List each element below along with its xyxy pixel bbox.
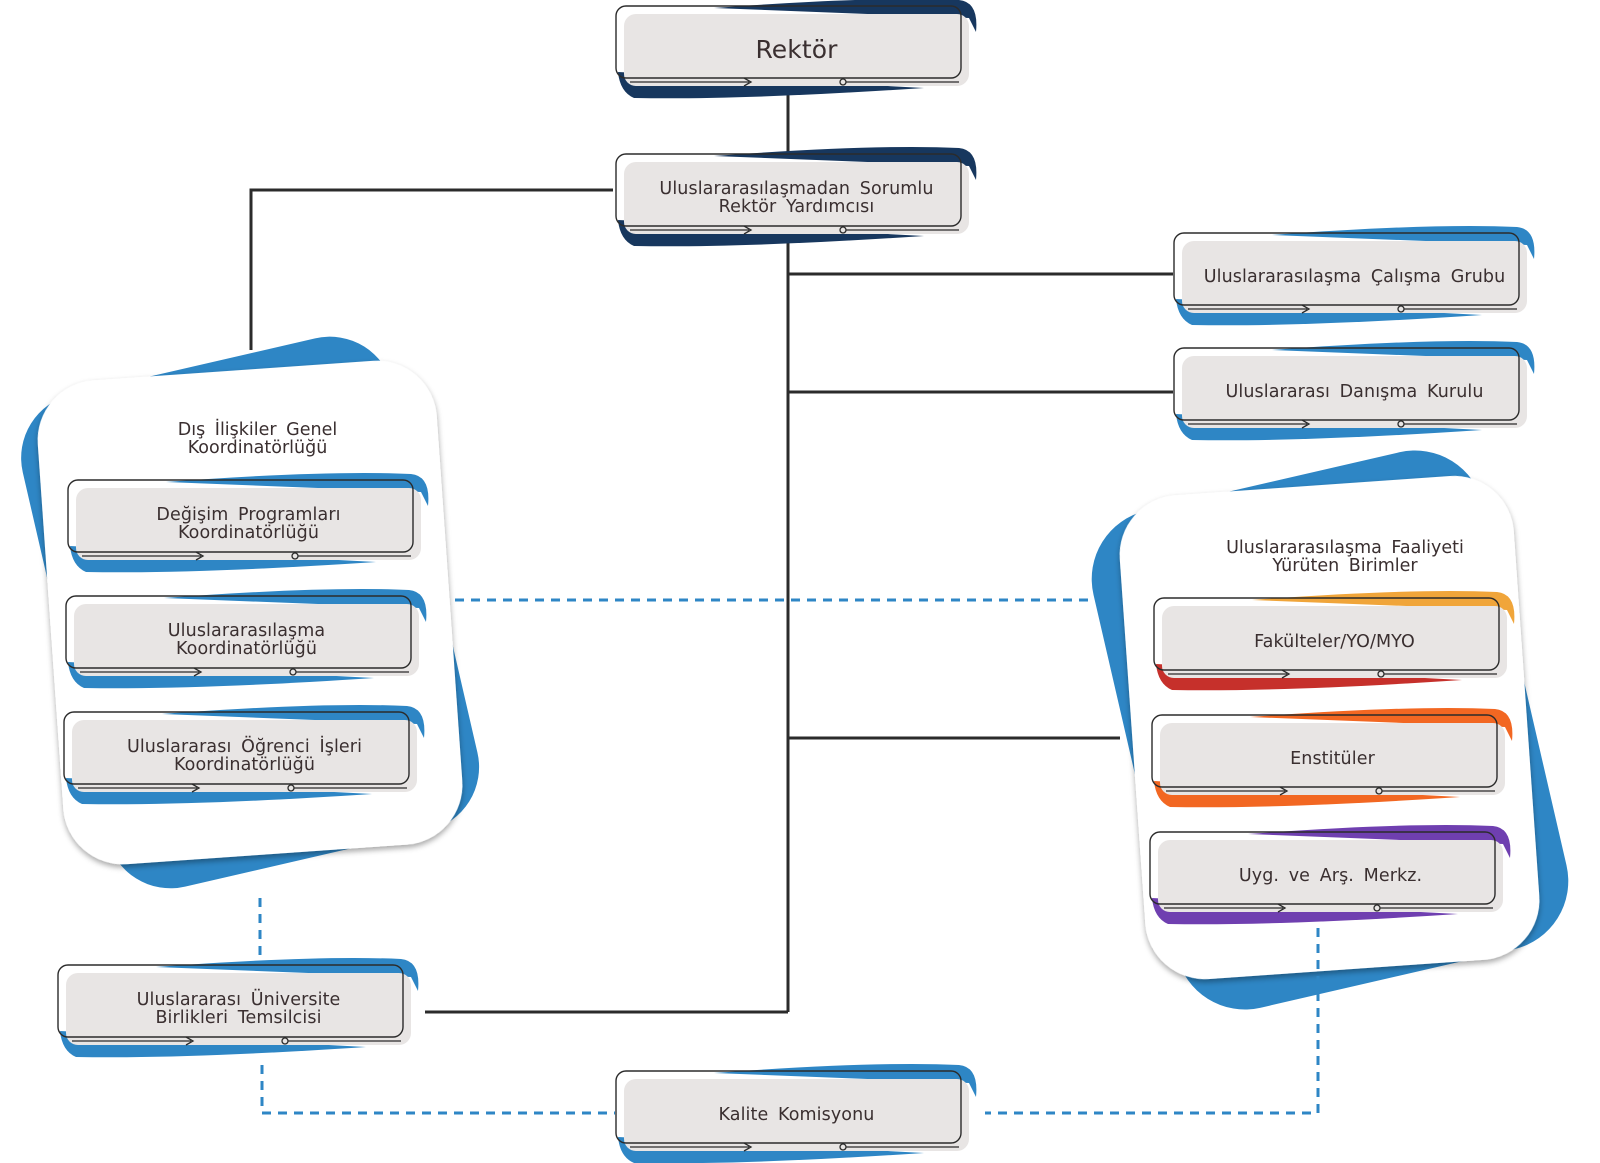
box-circle-dot (291, 552, 299, 560)
node-danisma-kurulu: Uluslararası Danışma Kurulu (1225, 382, 1484, 402)
box-outline (1173, 232, 1520, 306)
node-fakulteler: Fakülteler/YO/MYO (1254, 632, 1415, 652)
solid-connectors (249, 85, 1173, 1014)
box-arrow-head (1301, 419, 1311, 429)
box-fakulteler (1153, 591, 1515, 691)
box-accent-top (1272, 226, 1535, 259)
box-accent-top (164, 589, 427, 622)
box-circle-dot (839, 226, 847, 234)
box-circle-dot (1377, 670, 1385, 678)
box-uyg-ars (1149, 825, 1511, 925)
box-fill (624, 1079, 969, 1151)
box-outline (1149, 831, 1496, 905)
box-rektor (615, 0, 977, 99)
box-arrow-head (1281, 669, 1291, 679)
box-outline (615, 5, 962, 79)
dashed-universite-to-kalite (260, 1065, 615, 1115)
box-circle-dot (281, 1037, 289, 1045)
box-outline (615, 1070, 962, 1144)
box-fill (1162, 606, 1507, 678)
box-circle-dot (1373, 904, 1381, 912)
group-title-dis-iliskiler: Dış İlişkiler Genel Koordinatörlüğü (177, 420, 338, 458)
box-rektor-yardimcisi (615, 147, 977, 247)
box-fill (76, 488, 421, 560)
node-kalite: Kalite Komisyonu (718, 1105, 875, 1125)
box-outline (67, 479, 414, 553)
box-circle-dot (287, 784, 295, 792)
box-arrow-head (1301, 304, 1311, 314)
box-arrow-head (185, 1036, 195, 1046)
box-accent-top (1272, 341, 1535, 374)
box-fill (72, 720, 417, 792)
box-outline (615, 153, 962, 227)
box-danisma-kurulu (1173, 341, 1535, 441)
box-fill (624, 162, 969, 234)
box-accent-top (166, 473, 429, 506)
node-degisim: Değişim Programları Koordinatörlüğü (156, 505, 341, 543)
node-uluslararasilasma-koord: Uluslararasılaşma Koordinatörlüğü (167, 621, 326, 659)
box-outline (65, 595, 412, 669)
box-fill (1182, 356, 1527, 428)
box-outline (63, 711, 410, 785)
box-arrow-head (191, 783, 201, 793)
box-circle-dot (289, 668, 297, 676)
box-accent-top (714, 0, 977, 32)
box-arrow-head (1277, 903, 1287, 913)
box-outline (57, 964, 404, 1038)
node-rektor: Rektör (755, 35, 838, 64)
box-circle-dot (1397, 420, 1405, 428)
node-universite-birlikleri: Uluslararası Üniversite Birlikleri Temsi… (136, 990, 341, 1028)
box-universite-birlikleri (57, 958, 419, 1058)
dashed-uyg-to-kalite (985, 912, 1320, 1115)
group-title-faaliyet-birimleri: Uluslararasılaşma Faaliyeti Yürüten Biri… (1226, 538, 1464, 576)
box-circle-dot (1375, 787, 1383, 795)
box-arrow-head (193, 667, 203, 677)
box-fill (1182, 241, 1527, 313)
box-outline (1151, 714, 1498, 788)
box-fill (1160, 723, 1505, 795)
box-fill (74, 604, 419, 676)
box-fill (66, 973, 411, 1045)
box-kalite (615, 1064, 977, 1163)
box-arrow-head (743, 225, 753, 235)
connector-dis-iliskiler (249, 188, 613, 350)
box-accent-top (156, 958, 419, 991)
box-circle-dot (1397, 305, 1405, 313)
dashed-connectors (258, 598, 1320, 1115)
box-fill (624, 14, 969, 86)
box-ogrenci-isleri (63, 705, 425, 805)
box-accent-top (1248, 825, 1511, 858)
node-rektor-yardimcisi: Uluslararasılaşmadan Sorumlu Rektör Yard… (659, 179, 934, 217)
node-uyg-ars: Uyg. ve Arş. Merkz. (1238, 866, 1423, 886)
box-uluslararasilasma-koord (65, 589, 427, 689)
node-calisma-grubu: Uluslararasılaşma Çalışma Grubu (1203, 267, 1506, 287)
box-outline (1153, 597, 1500, 671)
box-accent-top (714, 147, 977, 180)
box-accent-top (1252, 591, 1515, 624)
box-outline (1173, 347, 1520, 421)
box-circle-dot (839, 1143, 847, 1151)
box-arrow-head (743, 77, 753, 87)
node-enstituler: Enstitüler (1290, 749, 1375, 769)
node-ogrenci-isleri: Uluslararası Öğrenci İşleri Koordinatörl… (126, 737, 363, 775)
node-boxes (57, 0, 1535, 1163)
box-calisma-grubu (1173, 226, 1535, 326)
box-accent-top (714, 1064, 977, 1097)
box-accent-top (1250, 708, 1513, 741)
box-degisim (67, 473, 429, 573)
box-circle-dot (839, 78, 847, 86)
box-accent-top (162, 705, 425, 738)
box-arrow-head (743, 1142, 753, 1152)
box-arrow-head (1279, 786, 1289, 796)
box-enstituler (1151, 708, 1513, 808)
box-fill (1158, 840, 1503, 912)
box-arrow-head (195, 551, 205, 561)
